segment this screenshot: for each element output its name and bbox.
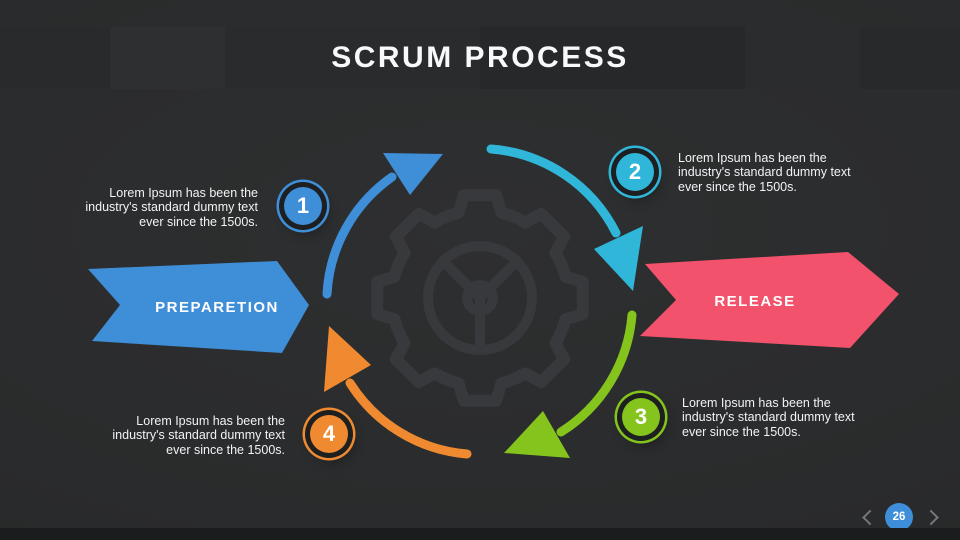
gear-icon (371, 189, 589, 407)
step-3-number: 3 (634, 404, 648, 429)
prev-slide-button[interactable] (859, 508, 878, 526)
step-4-description: Lorem Ipsum has been the industry's stan… (112, 414, 285, 457)
chevron-right-icon (922, 509, 939, 525)
cycle-arrow-step2 (486, 144, 643, 291)
chevron-left-icon (861, 509, 878, 525)
release-arrow-label: RELEASE (714, 293, 796, 310)
step-3-description: Lorem Ipsum has been the industry's stan… (682, 396, 855, 439)
step-4-number: 4 (322, 421, 336, 446)
page-number: 26 (892, 511, 906, 523)
cycle-arrow-step1 (322, 153, 443, 299)
cycle-arrow-step4 (324, 326, 472, 459)
page-number-badge: 26 (885, 503, 913, 531)
band-tile (860, 27, 960, 89)
step-1-number: 1 (296, 193, 310, 218)
band-tile (0, 27, 110, 89)
step-2-number: 2 (628, 159, 642, 184)
step-1-badge: 1 (284, 187, 322, 225)
bottom-strip (0, 528, 960, 540)
title-band (0, 27, 960, 89)
page-title: SCRUM PROCESS (331, 41, 629, 74)
band-tile (225, 27, 480, 89)
step-1-description: Lorem Ipsum has been the industry's stan… (85, 186, 258, 229)
next-slide-button[interactable] (922, 508, 941, 526)
step-2-badge: 2 (616, 153, 654, 191)
preparation-arrow-shape (88, 261, 309, 353)
preparation-arrow-label: PREPARETION (155, 299, 279, 316)
step-2-description: Lorem Ipsum has been the industry's stan… (678, 151, 851, 194)
release-arrow-shape (640, 252, 899, 348)
band-tile (745, 27, 860, 89)
step-4-badge: 4 (310, 415, 348, 453)
band-tile (480, 27, 745, 89)
cycle-arrow-step3 (504, 310, 637, 458)
step-3-badge: 3 (622, 398, 660, 436)
